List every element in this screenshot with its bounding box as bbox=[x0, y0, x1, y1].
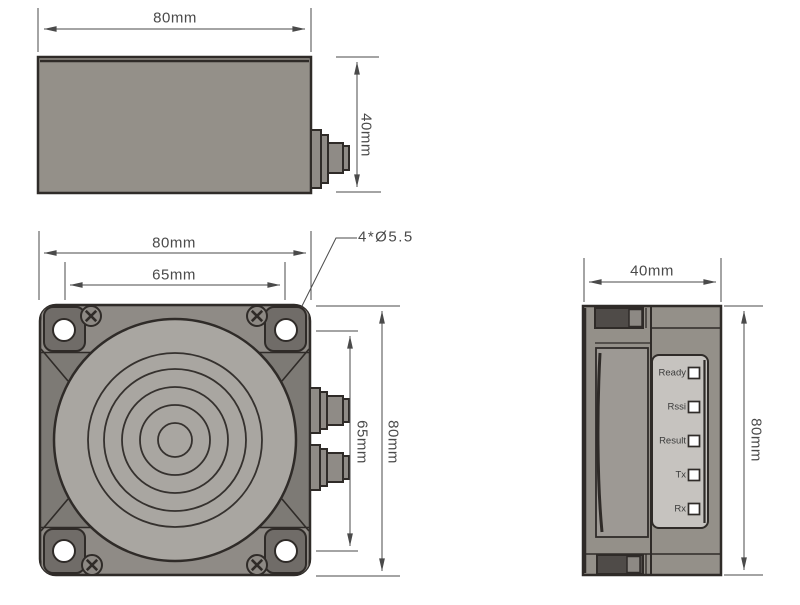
top-slot bbox=[594, 307, 647, 329]
led-square-rx bbox=[687, 502, 701, 516]
led-label-rssi: Rssi bbox=[667, 401, 686, 413]
phillips-cross-icon bbox=[85, 558, 99, 572]
mounting-pads bbox=[43, 306, 307, 574]
mounting-hole-bottom-left bbox=[52, 539, 76, 563]
top-view-width-label: 80mm bbox=[153, 9, 197, 27]
led-square-result bbox=[687, 434, 701, 448]
front-view bbox=[38, 231, 400, 577]
connector-collar bbox=[319, 391, 328, 430]
connector-tip bbox=[342, 145, 350, 171]
connector-nut bbox=[327, 142, 344, 174]
connector-tip bbox=[342, 398, 350, 423]
led-square-rssi bbox=[687, 400, 701, 414]
antenna-face bbox=[52, 317, 298, 563]
phillips-cross-icon bbox=[84, 309, 98, 323]
connector-collar bbox=[320, 134, 329, 184]
led-label-result: Result bbox=[659, 435, 686, 447]
led-square-tx bbox=[687, 468, 701, 482]
phillips-cross-icon bbox=[250, 309, 264, 323]
phillips-cross-icon bbox=[250, 558, 264, 572]
antenna-center-circle bbox=[157, 422, 193, 458]
screw-bottom-left bbox=[81, 554, 103, 576]
front-connector-lower bbox=[309, 444, 350, 491]
connector-tip bbox=[342, 455, 350, 480]
screw-bottom-right bbox=[246, 554, 268, 576]
cable-connector bbox=[310, 129, 350, 189]
mounting-hole-bottom-right bbox=[274, 539, 298, 563]
mounting-hole-top-left bbox=[52, 318, 76, 342]
connector-nut bbox=[326, 452, 344, 483]
side-view-width-label: 40mm bbox=[630, 262, 674, 280]
mounting-hole-leader-line bbox=[293, 237, 357, 323]
slot-knob bbox=[628, 308, 643, 328]
led-panel bbox=[651, 354, 709, 529]
bottom-slot bbox=[596, 554, 647, 575]
mounting-hole-top-right bbox=[274, 318, 298, 342]
front-view-height-label: 80mm bbox=[384, 420, 402, 464]
frame-edge-lines bbox=[40, 351, 310, 529]
screw-top-right bbox=[246, 305, 268, 327]
side-recess-panel bbox=[595, 347, 649, 538]
connector-flange bbox=[309, 387, 321, 434]
antenna-ring bbox=[87, 352, 263, 528]
corner-chamfer-lines bbox=[40, 348, 310, 532]
connector-flange bbox=[309, 444, 321, 491]
side-view bbox=[581, 258, 763, 577]
connector-collar bbox=[319, 448, 328, 487]
slot-knob bbox=[626, 555, 641, 574]
front-view-inner-height-label: 65mm bbox=[353, 420, 371, 464]
top-view bbox=[36, 8, 381, 195]
led-square-ready bbox=[687, 366, 701, 380]
top-view-body bbox=[36, 55, 313, 195]
screw-top-left bbox=[80, 305, 102, 327]
front-view-width-label: 80mm bbox=[152, 234, 196, 252]
antenna-ring bbox=[103, 368, 247, 512]
mounting-holes-label: 4*Ø5.5 bbox=[358, 228, 414, 246]
front-connector-upper bbox=[309, 387, 350, 434]
antenna-ring bbox=[121, 386, 229, 494]
led-label-rx: Rx bbox=[674, 503, 686, 515]
led-label-tx: Tx bbox=[675, 469, 686, 481]
front-view-inner-width-label: 65mm bbox=[152, 266, 196, 284]
antenna-ring bbox=[139, 404, 211, 476]
led-label-ready: Ready bbox=[658, 367, 686, 379]
side-view-height-label: 80mm bbox=[747, 418, 765, 462]
screws bbox=[80, 305, 268, 576]
connector-flange bbox=[310, 129, 322, 189]
connector-nut bbox=[326, 395, 344, 426]
recess-shadow-line bbox=[596, 352, 604, 533]
top-view-height-label: 40mm bbox=[357, 113, 375, 157]
